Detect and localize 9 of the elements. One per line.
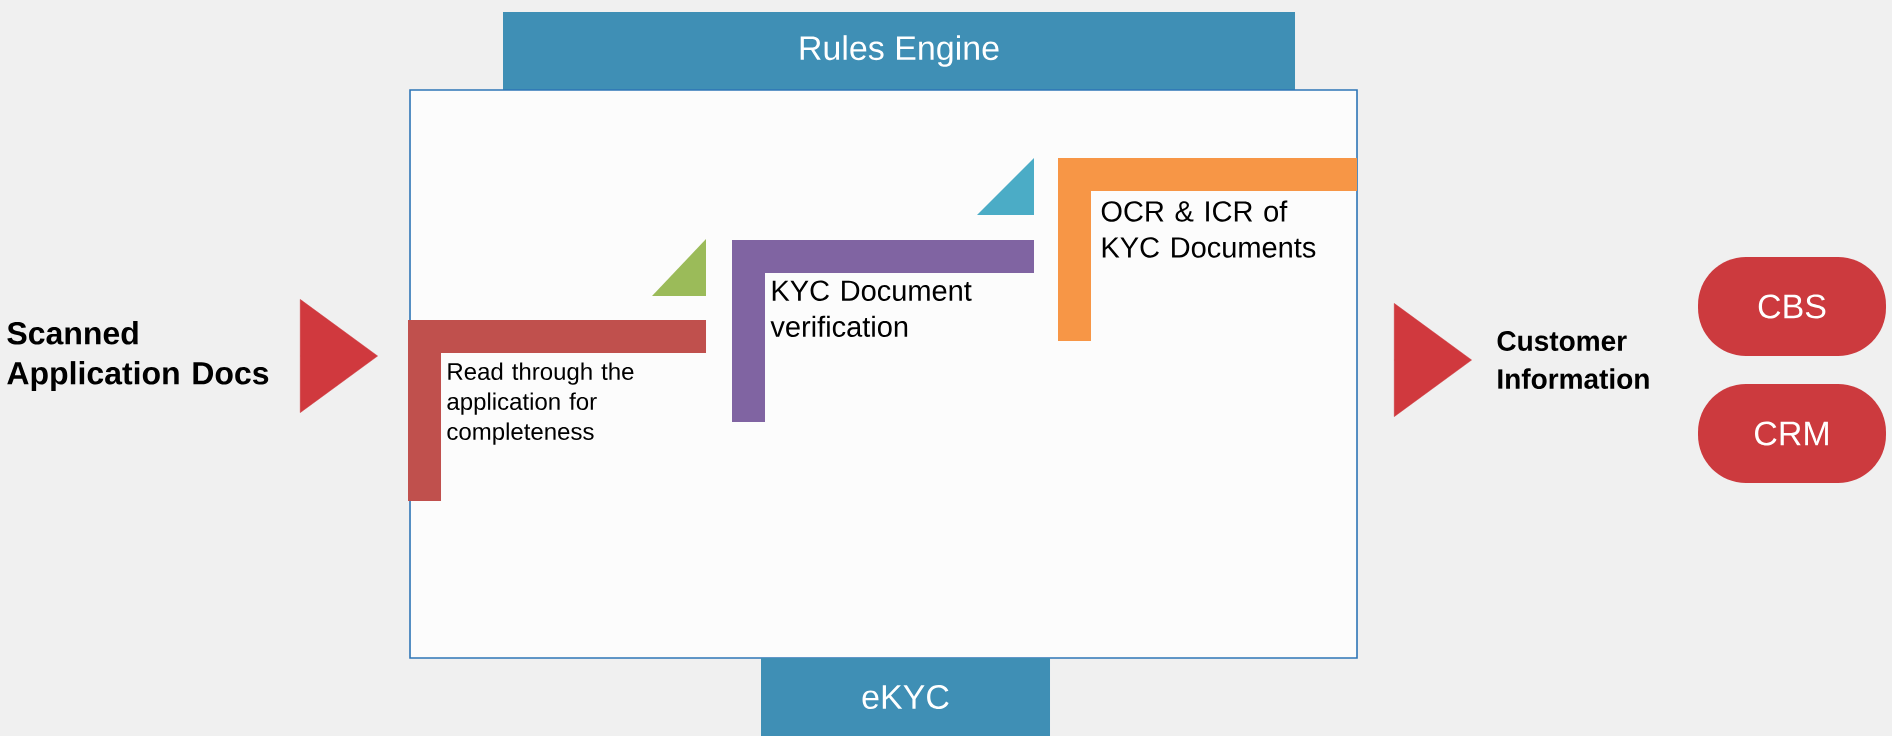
title-banner: eKYC (761, 658, 1050, 736)
system-pill: CRM (1698, 384, 1886, 483)
chevron-arrow (1393, 303, 1472, 417)
title-banner: Rules Engine (503, 12, 1295, 90)
process-frame (409, 89, 1358, 659)
source-label: Scanned Application Docs (7, 321, 269, 391)
output-label: Customer Information (1497, 331, 1649, 389)
system-pill: CBS (1698, 257, 1886, 356)
chevron-arrow (299, 299, 378, 413)
